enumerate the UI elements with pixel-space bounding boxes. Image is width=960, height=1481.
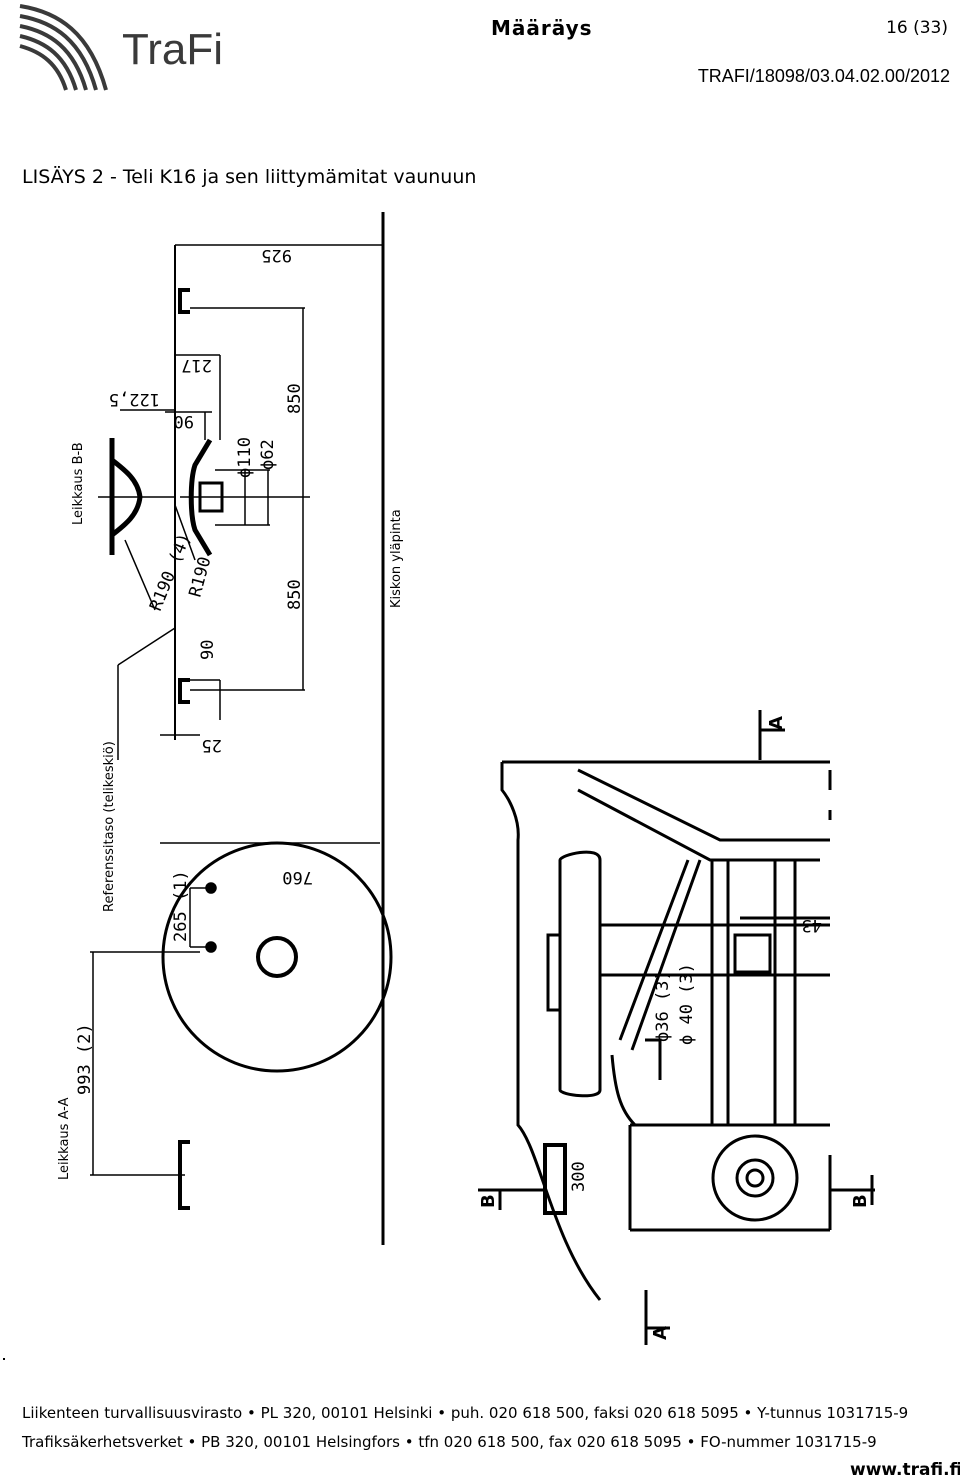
logo-text: TraFi <box>122 25 223 74</box>
document-reference: TRAFI/18098/03.04.02.00/2012 <box>697 66 950 86</box>
dim-phi62: ϕ62 <box>258 439 278 470</box>
document-type: Määräys <box>491 16 593 40</box>
wheel-circle <box>161 841 393 1073</box>
side-bearer-top <box>178 288 190 314</box>
dim-217: 217 <box>181 355 212 375</box>
dim-122-5: 122,5 <box>109 389 160 409</box>
dim-925: 925 <box>261 245 292 265</box>
section-mark-b-right: B <box>850 1194 871 1208</box>
dim-phi110: ϕ110 <box>235 437 255 478</box>
trafi-logo: TraFi <box>19 4 223 91</box>
footer-address-fi: Liikenteen turvallisuusvirasto • PL 320,… <box>22 1404 909 1422</box>
dim-850-lower: 850 <box>285 579 305 610</box>
dim-r190: R190 <box>186 555 216 600</box>
dim-993: 993 (2) <box>75 1023 95 1095</box>
section-title: LISÄYS 2 - Teli K16 ja sen liittymämitat… <box>22 166 477 188</box>
label-kiskon-ylapinta: Kiskon yläpinta <box>389 509 404 608</box>
dim-phi36: ϕ36 (3) <box>653 970 673 1042</box>
dim-25: 25 <box>202 735 222 755</box>
label-leikkaus-bb: Leikkaus B-B <box>71 442 86 525</box>
bogie-frame-detail <box>500 760 832 1301</box>
logo-swoosh-icon <box>19 4 108 91</box>
dim-300: 300 <box>569 1161 589 1192</box>
dim-90-top: 90 <box>174 411 194 431</box>
section-mark-b-left: B <box>478 1194 499 1208</box>
dim-r190-4: R190 (4) <box>146 530 195 613</box>
section-mark-a-top: A <box>766 716 787 730</box>
dim-265: 265 (1) <box>171 870 191 942</box>
dim-850-upper: 850 <box>285 383 305 414</box>
footer-website-link[interactable]: www.trafi.fi <box>850 1460 960 1480</box>
label-leikkaus-aa: Leikkaus A-A <box>57 1097 72 1180</box>
label-referenssitaso: Referenssitaso (telikeskiö) <box>102 741 117 912</box>
dim-760: 760 <box>282 867 313 887</box>
axle-hub-circle <box>256 936 298 978</box>
dim-phi40: ϕ 40 (3) <box>677 963 697 1045</box>
page-number: 16 (33) <box>886 18 948 38</box>
bogie-pin-circle <box>711 1134 799 1222</box>
section-mark-a-bottom: A <box>650 1326 671 1340</box>
dim-43: 43 <box>802 915 822 935</box>
technical-drawing: 925 217 122,5 90 850 ϕ110 ϕ62 R190 (4) R… <box>3 212 875 1360</box>
footer-address-sv: Trafiksäkerhetsverket • PB 320, 00101 He… <box>22 1433 877 1451</box>
center-pivot <box>188 438 213 557</box>
dim-90-bottom: 90 <box>198 640 218 660</box>
side-bearer-bottom <box>178 678 190 704</box>
